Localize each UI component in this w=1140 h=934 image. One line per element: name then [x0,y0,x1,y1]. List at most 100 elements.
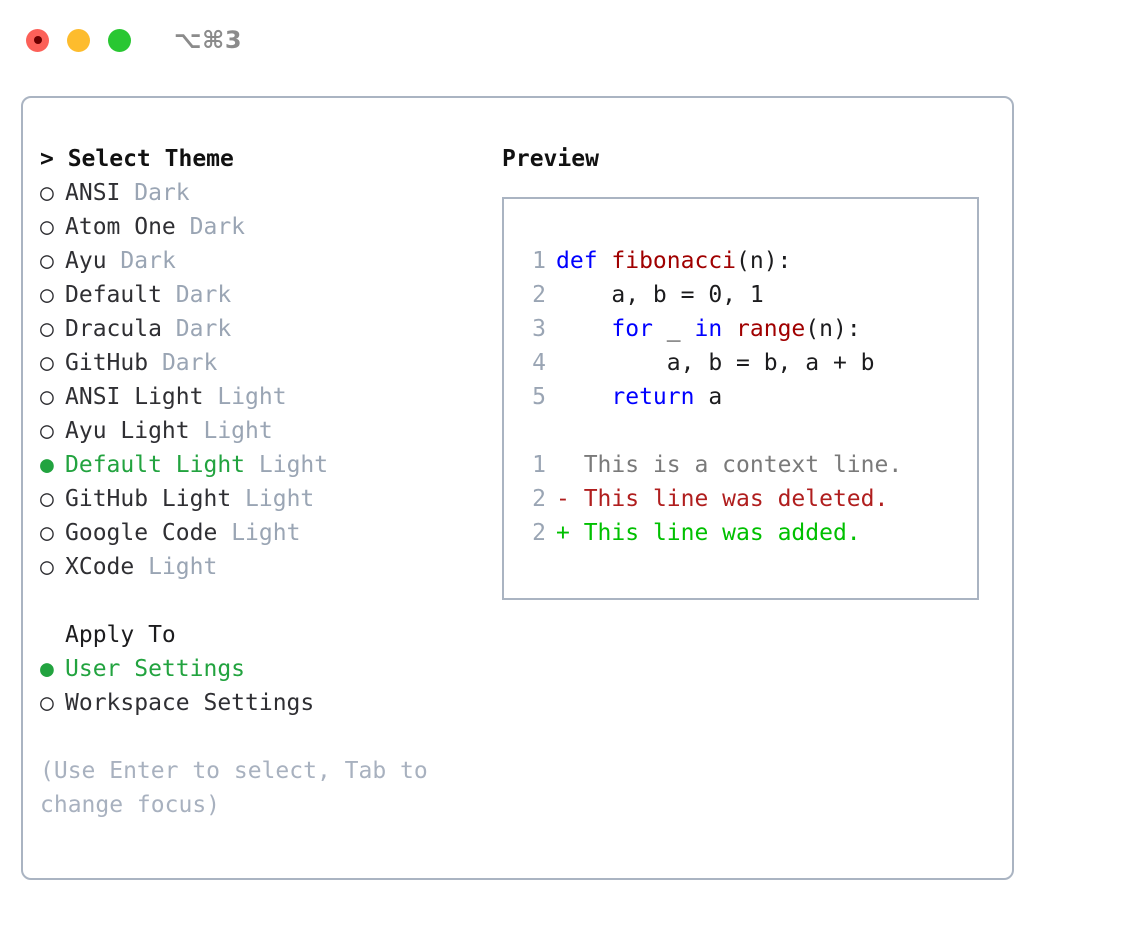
preview-title: Preview [502,146,599,172]
apply-to-options[interactable]: ● User Settings ○ Workspace Settings [40,652,480,720]
diff-line: 1 This is a context line. [520,448,902,482]
code-line: 2 a, b = 0, 1 [520,278,902,312]
code-line: 3 for _ in range(n): [520,312,902,346]
theme-name-label: ANSI Light [65,384,204,410]
keyboard-shortcut-label: ⌥⌘3 [174,26,243,54]
theme-list-item[interactable]: ○ Atom One Dark [40,210,480,244]
code-token: return [611,384,695,410]
radio-unselected-icon: ○ [40,554,54,580]
apply-to-option[interactable]: ○ Workspace Settings [40,686,480,720]
label-spacer [231,486,245,512]
diff-text: This line was added. [583,520,861,546]
theme-list-item[interactable]: ○XCode Light [40,550,480,584]
recording-indicator-icon [33,36,42,44]
label-spacer [134,554,148,580]
keyboard-hint-text: (Use Enter to select, Tab to change focu… [40,758,428,818]
code-token: (n): [736,248,792,274]
radio-unselected-icon: ○ [40,690,54,716]
diff-sign: - [556,486,584,512]
theme-list-item[interactable]: ○ Dracula Dark [40,312,480,346]
radio-selected-icon: ● [40,656,54,682]
theme-mode-tag: Light [217,384,287,410]
theme-list-item[interactable]: ○Default Dark [40,278,480,312]
theme-name-label: Atom One [65,214,176,240]
theme-name-label: Google Code [65,520,218,546]
radio-unselected-icon: ○ [40,418,54,444]
theme-list-item[interactable]: ○Google Code Light [40,516,480,550]
radio-unselected-icon: ○ [40,316,54,342]
minimize-button[interactable] [67,28,90,52]
radio-unselected-icon: ○ [40,520,54,546]
window-controls [26,28,131,52]
diff-sign: + [556,520,584,546]
theme-list-item[interactable]: ○ANSI Dark [40,176,480,210]
label-spacer [148,350,162,376]
theme-name-label: Dracula [65,316,162,342]
diff-sign [556,452,584,478]
theme-list-item[interactable]: ○ GitHub Dark [40,346,480,380]
theme-name-label: Ayu [65,248,107,274]
theme-mode-tag: Dark [175,316,232,342]
apply-to-option-label: Workspace Settings [65,690,315,716]
line-number: 3 [532,316,546,342]
label-spacer [162,282,176,308]
theme-name-label: GitHub [65,350,149,376]
code-line: 1 def fibonacci(n): [520,244,902,278]
code-token: def [556,248,612,274]
theme-mode-tag: Dark [189,214,246,240]
theme-list-item[interactable]: ●Default Light Light [40,448,480,482]
code-token: for [611,316,653,342]
code-token: a, b = 0, 1 [556,282,764,308]
theme-mode-tag: Light [148,554,218,580]
label-spacer [107,248,121,274]
line-number: 1 [532,452,546,478]
theme-mode-tag: Dark [120,248,176,274]
maximize-button[interactable] [108,28,131,52]
theme-name-label: ANSI [65,180,121,206]
close-button[interactable] [26,28,49,52]
apply-to-option[interactable]: ● User Settings [40,652,480,686]
diff-text: This is a context line. [583,452,903,478]
radio-unselected-icon: ○ [40,350,54,376]
theme-mode-tag: Dark [175,282,232,308]
radio-unselected-icon: ○ [40,282,54,308]
theme-mode-tag: Dark [134,180,190,206]
diff-block: 1 This is a context line. 2- This line wa… [520,448,902,550]
theme-mode-tag: Light [203,418,273,444]
title-bar: ⌥⌘3 [0,0,1140,80]
label-spacer [176,214,190,240]
theme-list-item[interactable]: ○GitHub Light Light [40,482,480,516]
list-spacer [40,584,480,618]
label-spacer [162,316,176,342]
line-number: 2 [532,282,546,308]
theme-name-label: GitHub Light [65,486,232,512]
radio-unselected-icon: ○ [40,384,54,410]
code-token: fibonacci [611,248,737,274]
select-theme-header: > Select Theme [40,146,234,172]
theme-list-item[interactable]: ○ ANSI Light Light [40,380,480,414]
panel-columns: > Select Theme ○ANSI Dark○Atom One Dark○… [23,98,1012,878]
code-token [556,316,611,342]
radio-unselected-icon: ○ [40,486,54,512]
theme-list-item[interactable]: ○Ayu Light Light [40,414,480,448]
label-spacer [245,452,259,478]
apply-to-option-label: User Settings [65,656,246,682]
label-spacer [120,180,134,206]
line-number: 2 [532,486,546,512]
line-number: 5 [532,384,546,410]
code-token: (n): [805,316,861,342]
line-number: 1 [532,248,546,274]
main-panel: > Select Theme ○ANSI Dark○Atom One Dark○… [21,96,1014,880]
code-token: in [694,316,737,342]
code-token: _ [652,316,695,342]
theme-mode-tag: Dark [161,350,218,376]
theme-name-label: Default Light [65,452,246,478]
radio-unselected-icon: ○ [40,214,54,240]
theme-list-item[interactable]: ○Ayu Dark [40,244,480,278]
theme-list[interactable]: ○ANSI Dark○Atom One Dark○Ayu Dark○Defaul… [40,176,480,584]
